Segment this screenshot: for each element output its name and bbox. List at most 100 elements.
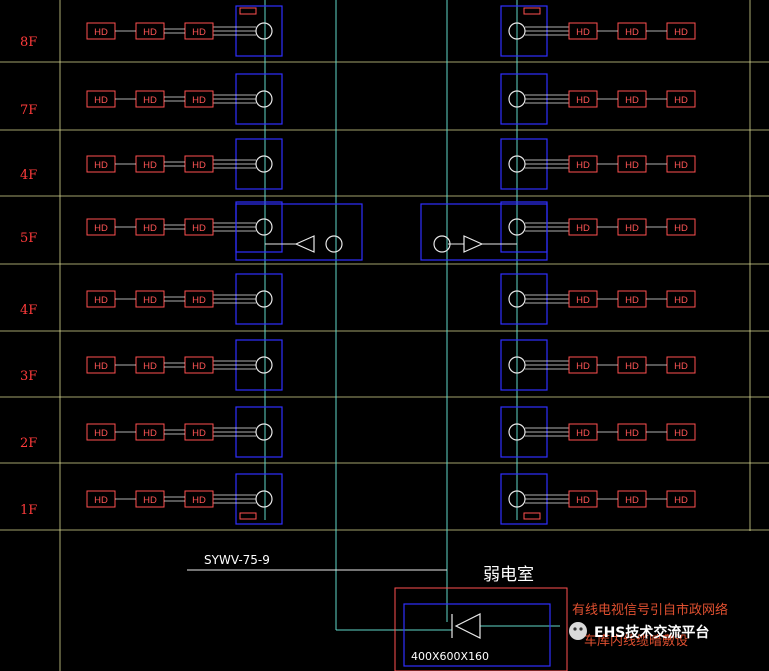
floor-label: 2F bbox=[20, 436, 37, 451]
note-line-2: 车库内线缆暗敷设 bbox=[584, 633, 688, 649]
splitter-left bbox=[255, 90, 273, 108]
floor-label: 4F bbox=[20, 168, 37, 183]
floor-row: 7F HD HD HD HD HD HD bbox=[20, 73, 696, 125]
splitter-left bbox=[255, 423, 273, 441]
amplifiers bbox=[235, 203, 548, 261]
wechat-icon-eye-left bbox=[573, 627, 577, 631]
tv-outlet-label: HD bbox=[192, 95, 206, 106]
wechat-icon bbox=[569, 622, 587, 640]
room-title: 弱电室 bbox=[483, 565, 534, 585]
floor-label: 5F bbox=[20, 231, 37, 246]
tv-outlet-label: HD bbox=[192, 495, 206, 506]
tv-outlet-label: HD bbox=[674, 95, 688, 106]
splitter-left bbox=[255, 290, 273, 308]
note-line-1: 有线电视信号引自市政网络 bbox=[572, 602, 728, 618]
cable-spec-label: SYWV-75-9 bbox=[204, 553, 270, 567]
floor-rows: 8F HD HD HD HD HD HD 7F HD HD HD HD HD HD 4F HD HD HD HD HD… bbox=[20, 5, 696, 525]
splitter-left bbox=[255, 218, 273, 236]
tv-outlet-label: HD bbox=[625, 95, 639, 106]
tv-outlet-label: HD bbox=[94, 27, 108, 38]
main-amplifier-icon bbox=[454, 613, 481, 639]
tv-outlet-label: HD bbox=[576, 223, 590, 234]
tv-outlet-label: HD bbox=[625, 295, 639, 306]
tv-outlet-label: HD bbox=[94, 223, 108, 234]
tv-outlet-label: HD bbox=[94, 428, 108, 439]
amplifier-cabinet-right bbox=[420, 203, 548, 261]
tv-outlet bbox=[184, 490, 214, 508]
tv-outlet-label: HD bbox=[625, 223, 639, 234]
room-outline bbox=[394, 587, 568, 671]
tv-outlet-label: HD bbox=[625, 160, 639, 171]
tv-outlet-label: HD bbox=[625, 428, 639, 439]
splitter-left bbox=[255, 356, 273, 374]
tv-outlet-label: HD bbox=[625, 495, 639, 506]
terminator bbox=[523, 512, 541, 520]
tv-outlet-label: HD bbox=[576, 160, 590, 171]
tv-outlet-label: HD bbox=[674, 428, 688, 439]
floor-label: 3F bbox=[20, 369, 37, 384]
tv-outlet-label: HD bbox=[674, 27, 688, 38]
terminator bbox=[523, 7, 541, 15]
floor-row: 2F HD HD HD HD HD HD bbox=[20, 406, 696, 458]
splitter-left bbox=[255, 155, 273, 173]
wechat-icon-eye-right bbox=[579, 627, 583, 631]
tv-outlet-label: HD bbox=[143, 27, 157, 38]
tv-outlet-label: HD bbox=[143, 95, 157, 106]
notes: 有线电视信号引自市政网络 车库内线缆暗敷设 bbox=[572, 602, 728, 649]
equipment-box bbox=[403, 603, 551, 667]
tv-outlet-label: HD bbox=[576, 361, 590, 372]
tv-outlet bbox=[184, 356, 214, 374]
tv-outlet-label: HD bbox=[674, 160, 688, 171]
tv-outlet-label: HD bbox=[143, 495, 157, 506]
watermark-text: EHS技术交流平台 bbox=[594, 624, 709, 641]
splitter-icon bbox=[325, 235, 343, 253]
tv-outlet-label: HD bbox=[192, 295, 206, 306]
floor-row: 8F HD HD HD HD HD HD bbox=[20, 5, 696, 57]
amplifier-icon bbox=[294, 235, 315, 253]
tv-outlet bbox=[184, 155, 214, 173]
terminator bbox=[239, 512, 257, 520]
tv-outlet-label: HD bbox=[576, 95, 590, 106]
tv-outlet-label: HD bbox=[674, 495, 688, 506]
tv-outlet-label: HD bbox=[576, 295, 590, 306]
tv-outlet-label: HD bbox=[576, 27, 590, 38]
floor-label: 7F bbox=[20, 103, 37, 118]
tv-outlet-label: HD bbox=[674, 223, 688, 234]
tv-outlet-label: HD bbox=[94, 361, 108, 372]
tv-outlet bbox=[184, 423, 214, 441]
tv-outlet-label: HD bbox=[143, 428, 157, 439]
tv-outlet-label: HD bbox=[94, 95, 108, 106]
tv-outlet-label: HD bbox=[576, 495, 590, 506]
tv-outlet-label: HD bbox=[625, 361, 639, 372]
tv-outlet bbox=[184, 290, 214, 308]
tv-outlet-label: HD bbox=[192, 160, 206, 171]
tv-outlet-label: HD bbox=[94, 495, 108, 506]
splitter-left bbox=[255, 22, 273, 40]
tv-outlet-label: HD bbox=[192, 428, 206, 439]
tv-outlet-label: HD bbox=[625, 27, 639, 38]
tv-outlet-label: HD bbox=[143, 160, 157, 171]
tv-outlet-label: HD bbox=[576, 428, 590, 439]
splitter-icon bbox=[433, 235, 451, 253]
terminator bbox=[239, 7, 257, 15]
box-dimension-label: 400X600X160 bbox=[411, 650, 489, 663]
watermark: EHS技术交流平台 bbox=[569, 622, 709, 641]
tv-outlet-label: HD bbox=[674, 295, 688, 306]
tv-outlet-label: HD bbox=[192, 361, 206, 372]
tv-outlet bbox=[184, 90, 214, 108]
tv-outlet-label: HD bbox=[143, 361, 157, 372]
tv-outlet-label: HD bbox=[143, 295, 157, 306]
amplifier-cabinet-left bbox=[235, 203, 363, 261]
tv-outlet bbox=[184, 218, 214, 236]
splitter-left bbox=[255, 490, 273, 508]
tv-outlet bbox=[184, 22, 214, 40]
tv-outlet-label: HD bbox=[192, 27, 206, 38]
floor-label: 8F bbox=[20, 35, 37, 50]
